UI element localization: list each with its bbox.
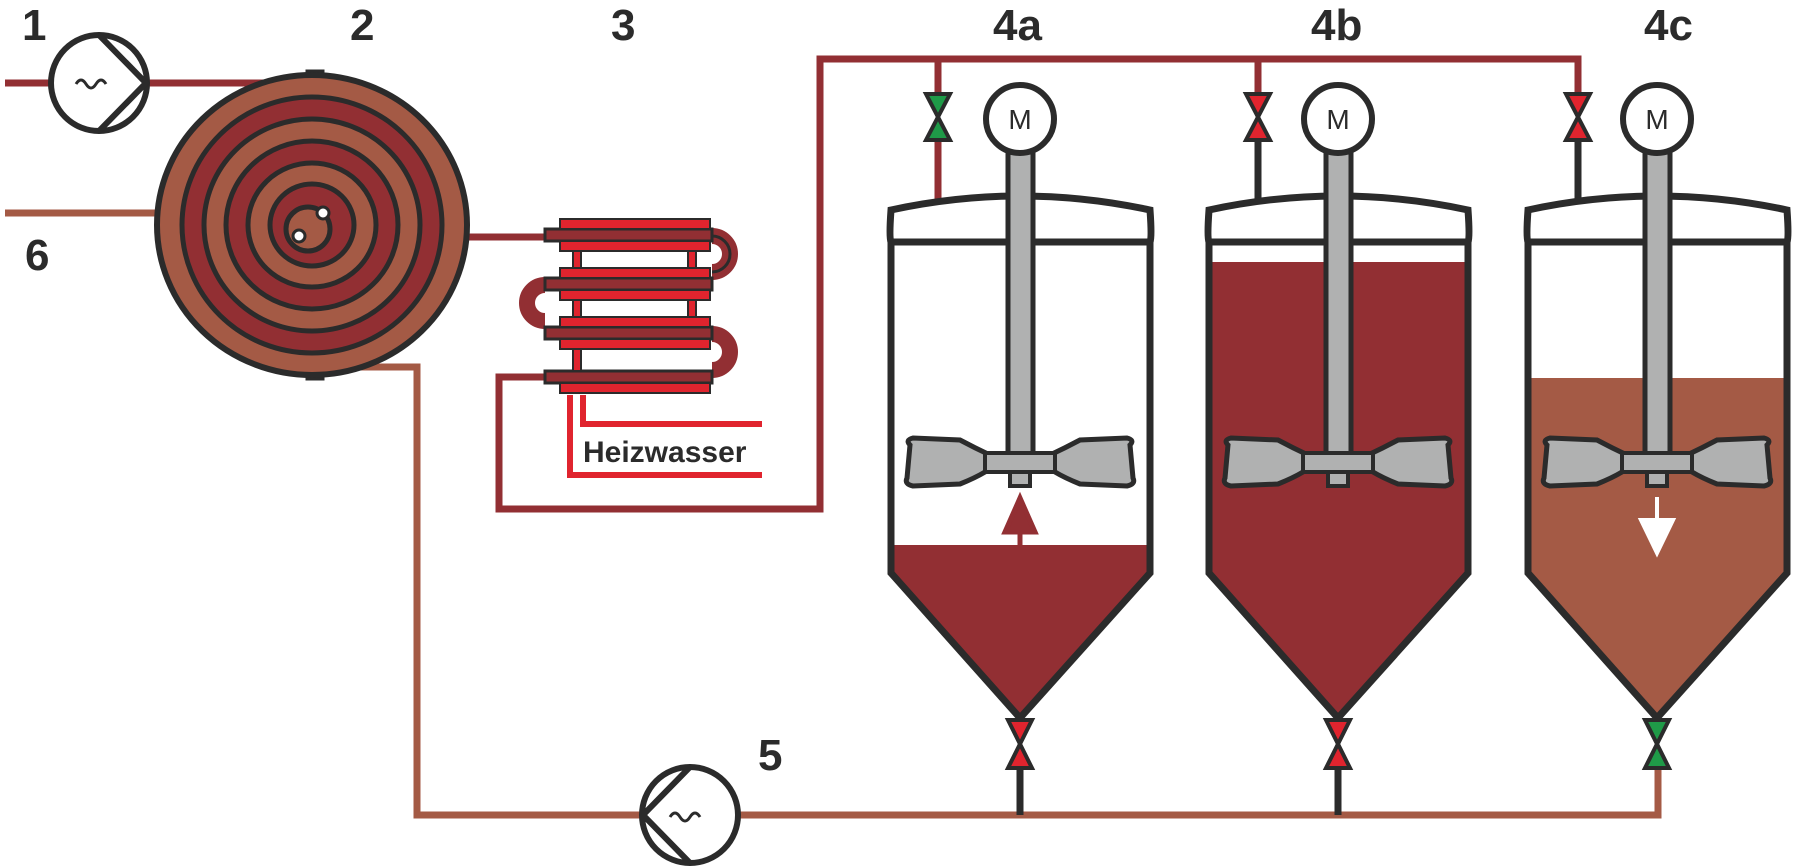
motor-label-4c: M xyxy=(1645,104,1668,135)
valve-top-4a xyxy=(922,92,954,142)
feed-pump xyxy=(48,32,151,134)
tank-4b xyxy=(1204,82,1473,724)
label-5: 5 xyxy=(758,731,782,780)
motor-label-4b: M xyxy=(1326,104,1349,135)
spiral-heat-exchanger xyxy=(154,69,470,381)
label-4a: 4a xyxy=(993,1,1042,50)
motor-4c xyxy=(1620,82,1694,156)
valve-top-4c xyxy=(1562,92,1594,142)
label-4c: 4c xyxy=(1644,1,1693,50)
label-4b: 4b xyxy=(1311,1,1362,50)
flow-up-arrow xyxy=(1001,491,1039,545)
valve-top-4b xyxy=(1242,92,1274,142)
tube-heater xyxy=(519,218,738,394)
label-3: 3 xyxy=(611,1,635,50)
motor-label-4a: M xyxy=(1008,104,1031,135)
label-6: 6 xyxy=(25,231,49,280)
flow-down-arrow xyxy=(1637,497,1677,558)
valve-bottom-4c xyxy=(1641,718,1673,770)
return-pipe xyxy=(312,363,1662,819)
return-pump xyxy=(638,764,741,866)
motor-4b xyxy=(1301,82,1375,156)
label-2: 2 xyxy=(350,1,374,50)
heater-outlet-pipe xyxy=(495,55,1582,513)
label-1: 1 xyxy=(22,1,46,50)
valve-bottom-4b xyxy=(1322,718,1354,770)
heating-water-label: Heizwasser xyxy=(583,436,747,469)
heating-water-out xyxy=(567,395,762,478)
tank-4a xyxy=(886,82,1155,724)
tank-4c xyxy=(1523,82,1792,724)
heating-water-in xyxy=(580,395,762,427)
motor-4a xyxy=(983,82,1057,156)
valve-bottom-4a xyxy=(1004,718,1036,770)
